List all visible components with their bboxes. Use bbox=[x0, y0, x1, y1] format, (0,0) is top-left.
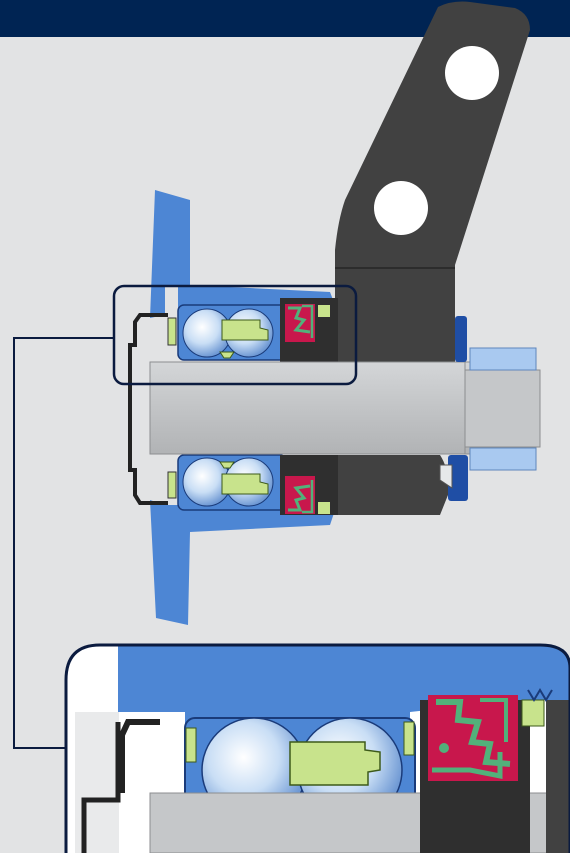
cage-upper bbox=[221, 319, 269, 341]
nut-lower bbox=[448, 455, 468, 501]
seal-lower bbox=[285, 476, 330, 514]
detail-small-seal-right bbox=[521, 699, 545, 727]
detail-left-seal bbox=[185, 727, 197, 763]
sleeve-lower bbox=[469, 447, 537, 471]
nut-upper bbox=[455, 316, 467, 362]
shaft-end bbox=[464, 369, 541, 448]
detail-callout-box bbox=[112, 284, 358, 386]
detail-hub-flange bbox=[118, 645, 570, 735]
nut-lower-bevel bbox=[439, 464, 453, 489]
detail-hub-cap-inner bbox=[81, 722, 121, 853]
drive-shaft bbox=[149, 361, 471, 455]
cage-upper-foot bbox=[219, 351, 235, 359]
cage-lower bbox=[221, 473, 269, 495]
left-small-seal-upper bbox=[167, 317, 177, 346]
sleeve-upper bbox=[469, 347, 537, 371]
detail-hub-teeth bbox=[527, 688, 553, 702]
cage-lower-foot bbox=[219, 461, 235, 469]
left-small-seal-lower bbox=[167, 471, 177, 499]
callout-leader-line bbox=[13, 337, 114, 749]
detail-cage bbox=[289, 741, 381, 786]
hub-cap-outline bbox=[128, 313, 168, 505]
main-cross-section bbox=[13, 1, 541, 749]
lower-mounting-hole bbox=[374, 181, 428, 235]
seal-upper bbox=[285, 304, 330, 342]
detail-knuckle-edge bbox=[546, 700, 570, 853]
knuckle-arm bbox=[335, 1, 530, 381]
detail-main-seal bbox=[428, 695, 518, 781]
upper-mounting-hole bbox=[445, 46, 499, 100]
detail-right-seal bbox=[403, 721, 415, 756]
detail-view bbox=[66, 645, 570, 853]
hub-flange-lower bbox=[150, 500, 335, 625]
hub-flange bbox=[150, 190, 335, 320]
